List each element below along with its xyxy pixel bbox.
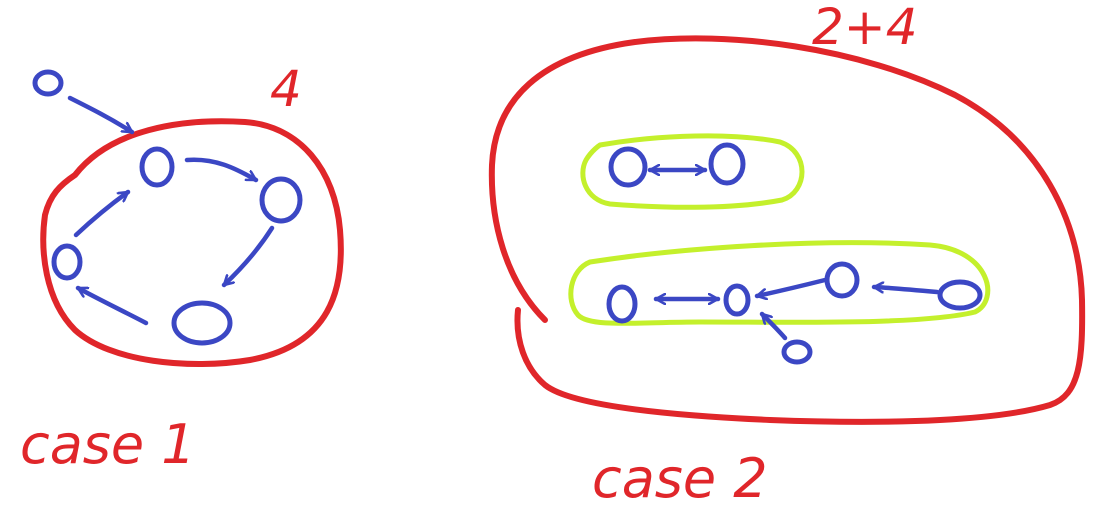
case1-arrow-top-to-right bbox=[187, 160, 256, 180]
case2-group: 2+4 case 2 bbox=[492, 0, 1082, 510]
case1-label: case 1 bbox=[20, 413, 196, 476]
case2-chain-node-3 bbox=[827, 264, 857, 296]
case2-arrow-node4-to-node3 bbox=[874, 287, 937, 292]
case1-count: 4 bbox=[270, 60, 302, 118]
case2-chain-node-2 bbox=[726, 286, 748, 314]
case2-label: case 2 bbox=[592, 447, 768, 510]
case1-outer-node bbox=[35, 72, 61, 94]
case1-arrow-right-to-bottom bbox=[224, 228, 272, 285]
case2-boundary bbox=[492, 38, 1082, 421]
case1-boundary bbox=[43, 121, 341, 364]
case1-entry-arrow bbox=[70, 98, 132, 132]
case2-chain-highlight bbox=[571, 243, 988, 324]
case2-count: 2+4 bbox=[812, 0, 918, 56]
case2-arrow-tail-to-node2 bbox=[762, 314, 785, 338]
case1-cycle-node-top bbox=[142, 149, 172, 185]
case2-chain-node-4 bbox=[940, 282, 980, 308]
case2-chain-node-1 bbox=[609, 287, 635, 321]
case1-arrow-left-to-top bbox=[76, 192, 128, 235]
case1-cycle-node-right bbox=[262, 179, 300, 221]
case1-cycle-node-bottom bbox=[174, 303, 230, 343]
case2-arrow-node3-to-node2 bbox=[757, 280, 825, 296]
case1-cycle-node-left bbox=[54, 246, 80, 278]
case1-arrow-bottom-to-left bbox=[78, 288, 146, 323]
case2-cycle-highlight-small bbox=[583, 136, 802, 207]
case2-pair-node-right bbox=[711, 145, 743, 183]
case1-group: 4 case 1 bbox=[20, 60, 341, 476]
case2-tail-node bbox=[784, 342, 810, 362]
case2-pair-node-left bbox=[611, 149, 645, 185]
